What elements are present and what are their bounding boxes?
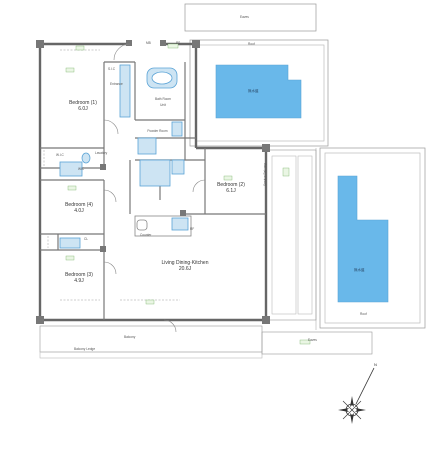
roof-top-text: Roof	[248, 42, 255, 46]
entrance-name: Entrance	[110, 82, 123, 86]
eaves-top-text: Eaves	[240, 15, 249, 19]
roof-top-label: Roof	[248, 41, 255, 47]
bath-label: Bath Room Unit	[148, 96, 178, 108]
bedroom2-name: Bedroom (2)	[217, 182, 245, 188]
mb-label: MB	[146, 40, 151, 46]
sic-text: S.I.C	[108, 67, 116, 71]
pool-right-text: 無水盤	[354, 268, 365, 272]
columns	[100, 164, 186, 252]
cl-label: CL	[84, 236, 88, 242]
service-balcony-text: Service Balcony	[263, 163, 267, 186]
wic2-label: WIC	[78, 166, 84, 172]
compass-icon: N	[338, 362, 377, 424]
balcony-text: Balcony	[124, 335, 136, 339]
wic-label: W.I.C	[56, 152, 64, 158]
bottom-balcony	[39, 325, 373, 359]
lavatory-name: Lavatory	[95, 151, 108, 155]
svg-text:N: N	[374, 362, 377, 367]
eaves-bottom-label: Eaves	[308, 337, 317, 343]
top-roof-area	[184, 3, 329, 147]
balcony-note-label: Balcony Ledge	[74, 346, 95, 352]
ps-text: PS	[176, 41, 181, 45]
bedroom1-size: 6.0J	[78, 106, 88, 112]
eaves-top-label: Eaves	[240, 14, 249, 20]
pool-top-label: 無水盤	[248, 89, 259, 94]
service-balcony	[265, 149, 317, 321]
bath-name: Bath Room	[155, 97, 171, 101]
small-tags	[65, 43, 311, 345]
eaves-bottom-text: Eaves	[308, 338, 317, 342]
ldk-name: Living Dining·Kitchen	[161, 260, 209, 266]
service-balcony-label: Service Balcony	[262, 163, 268, 186]
counter-name: Counter	[140, 233, 152, 237]
kitchen-counter	[134, 215, 192, 237]
toilet	[81, 152, 91, 164]
interior-walls	[40, 61, 266, 320]
wic2-text: WIC	[78, 167, 85, 171]
fixtures	[59, 64, 189, 249]
pool-top-text: 無水盤	[248, 89, 259, 93]
rf-label: RF	[190, 226, 194, 232]
doors	[103, 43, 206, 333]
wall-blocks	[36, 40, 270, 324]
bedroom4-size: 4.0J	[74, 208, 84, 214]
powder-name: Powder Room	[147, 129, 168, 133]
bedroom3-size: 4.9J	[74, 278, 84, 284]
washbasin	[137, 137, 157, 155]
cl-text: CL	[84, 237, 89, 241]
roof-right-label: Roof	[360, 311, 367, 317]
top-pool	[215, 64, 302, 119]
right-pool	[337, 175, 389, 303]
bedroom3-label: Bedroom (3) 4.9J	[54, 272, 104, 284]
roof-right-text: Roof	[360, 312, 367, 316]
bedroom2-size: 6.1J	[226, 188, 236, 194]
pool-right-label: 無水盤	[354, 268, 365, 273]
bedroom1-label: Bedroom (1) 6.0J	[58, 100, 108, 112]
ldk-label: Living Dining·Kitchen 20.6J	[150, 260, 220, 272]
balcony-note-text: Balcony Ledge	[74, 347, 96, 351]
entrance-label: Entrance	[110, 81, 123, 87]
bedroom3-name: Bedroom (3)	[65, 272, 93, 278]
bedroom4-label: Bedroom (4) 4.0J	[54, 202, 104, 214]
mb-text: MB	[146, 41, 151, 45]
lavatory-label: Lavatory	[95, 150, 107, 156]
counter-label: Counter	[140, 232, 151, 238]
powder-label: Powder Room	[145, 128, 170, 134]
ps-label: PS	[176, 40, 180, 46]
sic-label: S.I.C	[108, 66, 115, 72]
bedroom4-name: Bedroom (4)	[65, 202, 93, 208]
bath-extra: Unit	[160, 103, 166, 107]
ldk-size: 20.6J	[178, 266, 192, 272]
bedroom2-label: Bedroom (2) 6.1J	[206, 182, 256, 194]
wic-text: W.I.C	[56, 153, 64, 157]
balcony-label: Balcony	[124, 334, 135, 340]
bedroom1-name: Bedroom (1)	[69, 100, 97, 106]
rf-text: RF	[190, 227, 195, 231]
